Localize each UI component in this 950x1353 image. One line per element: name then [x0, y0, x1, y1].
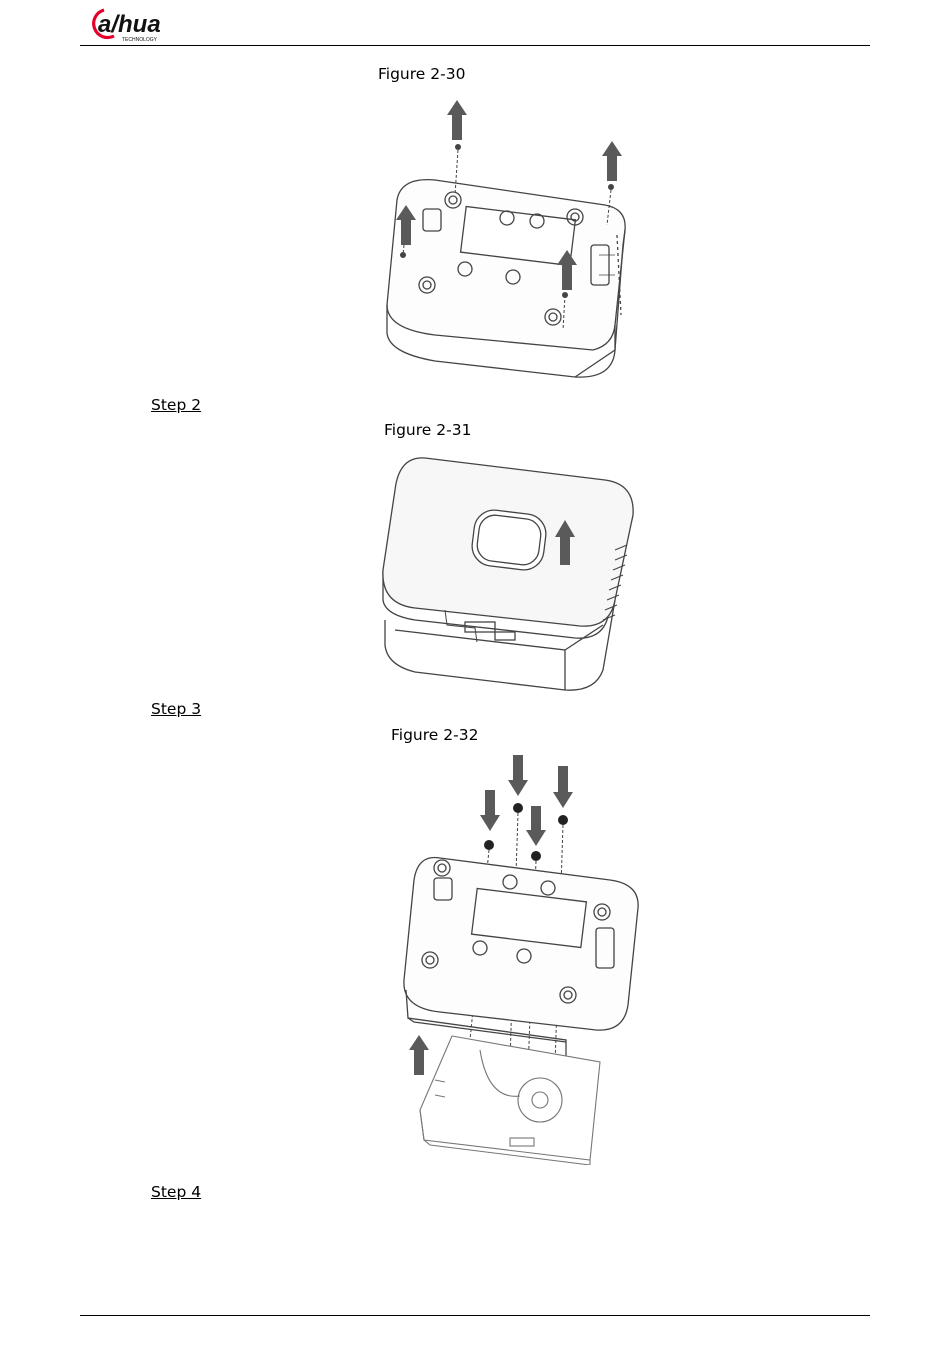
- svg-text:a/hua: a/hua: [98, 11, 161, 38]
- step-label: Step 4: [151, 1183, 201, 1201]
- header-rule: [80, 45, 870, 46]
- step-label: Step 3: [151, 700, 201, 718]
- footer-rule: [80, 1315, 870, 1316]
- step-label: Step 2: [151, 396, 201, 414]
- figure-2-32-image: [400, 750, 650, 1165]
- figure-2-30-image: [375, 95, 645, 385]
- figure-caption: Figure 2-31: [384, 421, 471, 439]
- figure-2-31-image: [375, 450, 645, 695]
- figure-caption: Figure 2-32: [391, 726, 478, 744]
- svg-text:TECHNOLOGY: TECHNOLOGY: [122, 37, 158, 43]
- figure-caption: Figure 2-30: [378, 65, 465, 83]
- dahua-logo: a/hua TECHNOLOGY: [88, 4, 198, 44]
